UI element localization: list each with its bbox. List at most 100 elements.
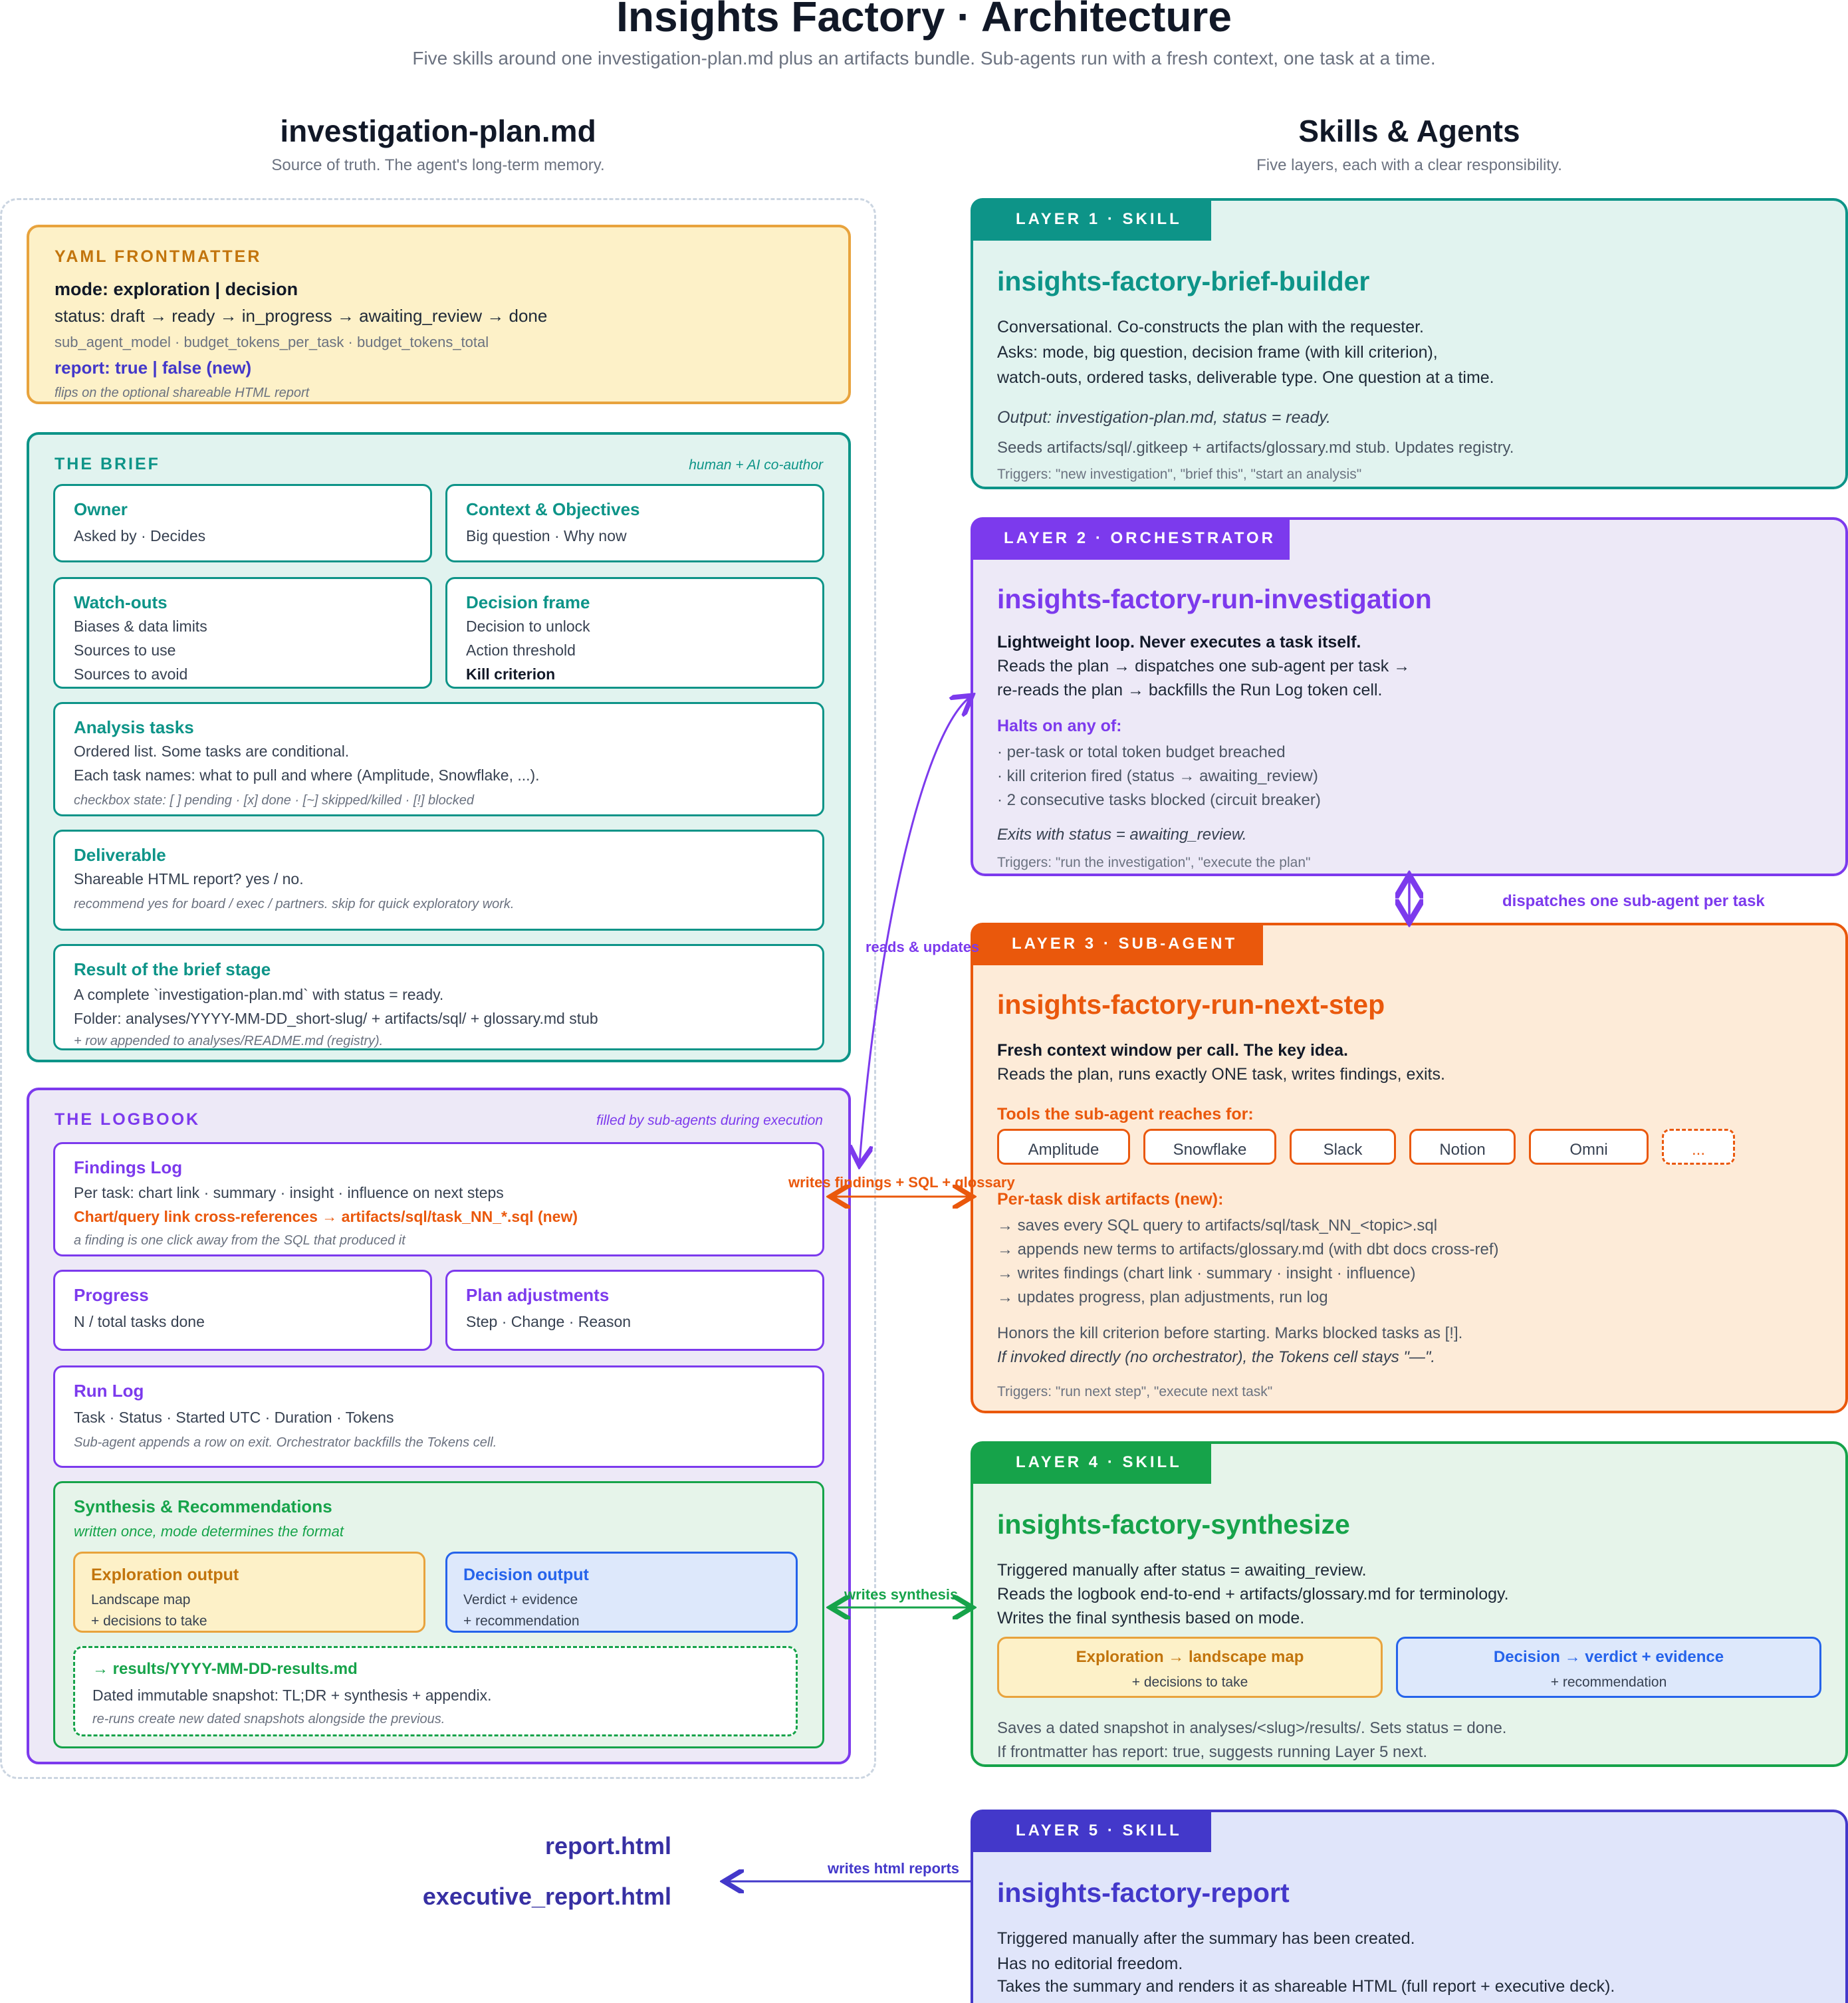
run-log-line: Task · Status · Started UTC · Duration ·… — [74, 1409, 394, 1426]
left-column-subtitle: Source of truth. The agent's long-term m… — [271, 156, 605, 174]
deliverable-title: Deliverable — [74, 845, 166, 865]
layer-1-line-3: watch-outs, ordered tasks, deliverable t… — [997, 368, 1494, 387]
progress-title: Progress — [74, 1285, 149, 1305]
decision-output-line-1: Verdict + evidence — [463, 1592, 578, 1607]
layer-4-title: insights-factory-synthesize — [997, 1509, 1350, 1540]
layer-4-line-3: Writes the final synthesis based on mode… — [997, 1609, 1305, 1627]
layer-4-decision-box: Decision → verdict + evidence + recommen… — [1396, 1637, 1821, 1698]
brief-title: THE BRIEF — [55, 455, 160, 473]
decision-output-title: Decision output — [463, 1566, 589, 1584]
layer-2-exits: Exits with status = awaiting_review. — [997, 826, 1247, 844]
layer-2-line-2: re-reads the plan → backfills the Run Lo… — [997, 681, 1383, 699]
analysis-note: checkbox state: [ ] pending · [x] done ·… — [74, 793, 474, 808]
left-column-title: investigation-plan.md — [280, 114, 596, 148]
writes-findings-label: writes findings + SQL + glossary — [788, 1174, 1015, 1191]
owner-card: Owner Asked by · Decides — [53, 484, 432, 562]
adjustments-title: Plan adjustments — [466, 1285, 610, 1305]
layer-3-direct: If invoked directly (no orchestrator), t… — [997, 1348, 1436, 1366]
decision-frame-title: Decision frame — [466, 592, 590, 612]
layer-4-card: LAYER 4 · SKILL insights-factory-synthes… — [971, 1441, 1848, 1767]
layer-1-tab: LAYER 1 · SKILL — [971, 198, 1211, 241]
layer-3-artifact-2: → appends new terms to artifacts/glossar… — [997, 1240, 1499, 1258]
layer-4-exploration-box: Exploration → landscape map + decisions … — [997, 1637, 1383, 1698]
findings-title: Findings Log — [74, 1157, 183, 1177]
writes-synthesis-label: writes synthesis — [844, 1586, 959, 1603]
layer-3-title: insights-factory-run-next-step — [997, 989, 1385, 1020]
layer-3-honors: Honors the kill criterion before startin… — [997, 1324, 1463, 1342]
analysis-line-2: Each task names: what to pull and where … — [74, 766, 540, 784]
layer-3-tools-title: Tools the sub-agent reaches for: — [997, 1105, 1254, 1123]
layer-2-halt-2: · kill criterion fired (status → awaitin… — [997, 767, 1318, 785]
decision-frame-line-1: Decision to unlock — [466, 618, 590, 635]
layer-3-triggers: Triggers: "run next step", "execute next… — [997, 1384, 1273, 1399]
layer-5-line-3: Takes the summary and renders it as shar… — [997, 1977, 1615, 1996]
layer-1-card: LAYER 1 · SKILL insights-factory-brief-b… — [971, 198, 1848, 489]
layer-4-line-2: Reads the logbook end-to-end + artifacts… — [997, 1585, 1509, 1603]
layer-3-tab: LAYER 3 · SUB-AGENT — [971, 923, 1263, 965]
layer-3-artifact-1: → saves every SQL query to artifacts/sql… — [997, 1217, 1438, 1235]
watchouts-title: Watch-outs — [74, 592, 168, 612]
exploration-output-card: Exploration output Landscape map + decis… — [73, 1552, 425, 1633]
watchouts-line-2: Sources to use — [74, 642, 176, 659]
synthesis-note: written once, mode determines the format — [74, 1523, 344, 1540]
layer-2-halt-3: · 2 consecutive tasks blocked (circuit b… — [997, 791, 1321, 809]
exploration-output-line-2: + decisions to take — [91, 1613, 207, 1629]
findings-note: a finding is one click away from the SQL… — [74, 1233, 405, 1248]
yaml-report: report: true | false (new) — [55, 358, 252, 378]
decision-frame-card: Decision frame Decision to unlock Action… — [445, 577, 824, 689]
layer-3-artifact-3: → writes findings (chart link · summary … — [997, 1264, 1416, 1282]
page-subtitle: Five skills around one investigation-pla… — [412, 48, 1436, 68]
layer-4-line-1: Triggered manually after status = awaiti… — [997, 1561, 1367, 1580]
analysis-title: Analysis tasks — [74, 717, 194, 737]
report-html-file: report.html — [544, 1832, 671, 1859]
progress-line: N / total tasks done — [74, 1313, 205, 1330]
brief-result-card: Result of the brief stage A complete `in… — [53, 944, 824, 1050]
decision-output-line-2: + recommendation — [463, 1613, 580, 1629]
executive-report-html-file: executive_report.html — [422, 1883, 671, 1910]
yaml-frontmatter-section: YAML FRONTMATTER mode: exploration | dec… — [27, 225, 851, 404]
layer-4-report: If frontmatter has report: true, suggest… — [997, 1743, 1428, 1761]
layer-5-tab: LAYER 5 · SKILL — [971, 1810, 1211, 1852]
layer-2-tab: LAYER 2 · ORCHESTRATOR — [971, 517, 1290, 560]
layer-2-title: insights-factory-run-investigation — [997, 584, 1432, 614]
findings-line-2: Chart/query link cross-references → arti… — [74, 1208, 578, 1225]
yaml-note: flips on the optional shareable HTML rep… — [55, 386, 310, 400]
deliverable-note: recommend yes for board / exec / partner… — [74, 897, 515, 911]
deliverable-line: Shareable HTML report? yes / no. — [74, 870, 304, 887]
results-line: Dated immutable snapshot: TL;DR + synthe… — [92, 1687, 492, 1704]
analysis-line-1: Ordered list. Some tasks are conditional… — [74, 743, 350, 760]
context-card: Context & Objectives Big question · Why … — [445, 484, 824, 562]
exploration-output-title: Exploration output — [91, 1566, 239, 1584]
reads-updates-arrow — [860, 697, 971, 1163]
context-title: Context & Objectives — [466, 499, 640, 519]
watchouts-line-3: Sources to avoid — [74, 665, 188, 683]
right-column-subtitle: Five layers, each with a clear responsib… — [1256, 156, 1562, 174]
writes-html-label: writes html reports — [828, 1860, 960, 1877]
layer-5-title: insights-factory-report — [997, 1877, 1290, 1908]
layer-5-card: LAYER 5 · SKILL insights-factory-report … — [971, 1810, 1848, 2003]
decision-output-card: Decision output Verdict + evidence + rec… — [445, 1552, 798, 1633]
results-title: → results/YYYY-MM-DD-results.md — [92, 1660, 358, 1678]
brief-result-title: Result of the brief stage — [74, 959, 271, 979]
watchouts-line-1: Biases & data limits — [74, 618, 207, 635]
layer-3-artifacts-title: Per-task disk artifacts (new): — [997, 1190, 1224, 1209]
findings-log-card: Findings Log Per task: chart link · summ… — [53, 1142, 824, 1256]
dispatches-label: dispatches one sub-agent per task — [1502, 892, 1765, 910]
tool-more: ... — [1662, 1129, 1735, 1165]
layer-3-artifact-4: → updates progress, plan adjustments, ru… — [997, 1288, 1328, 1306]
run-log-note: Sub-agent appends a row on exit. Orchest… — [74, 1435, 497, 1450]
layer-2-triggers: Triggers: "run the investigation", "exec… — [997, 855, 1311, 870]
tool-snowflake: Snowflake — [1143, 1129, 1276, 1165]
layer-2-card: LAYER 2 · ORCHESTRATOR insights-factory-… — [971, 517, 1848, 876]
yaml-mode: mode: exploration | decision — [55, 279, 298, 299]
run-log-title: Run Log — [74, 1381, 144, 1401]
brief-result-line-3: + row appended to analyses/README.md (re… — [74, 1034, 384, 1048]
run-log-card: Run Log Task · Status · Started UTC · Du… — [53, 1365, 824, 1468]
layer-3-line-1: Reads the plan, runs exactly ONE task, w… — [997, 1065, 1445, 1084]
synthesis-title: Synthesis & Recommendations — [74, 1496, 332, 1516]
layer-3-bold: Fresh context window per call. The key i… — [997, 1041, 1348, 1060]
progress-card: Progress N / total tasks done — [53, 1270, 432, 1351]
yaml-budget: sub_agent_model · budget_tokens_per_task… — [55, 334, 489, 350]
layer-4-exploration-sub: + decisions to take — [1131, 1675, 1248, 1690]
